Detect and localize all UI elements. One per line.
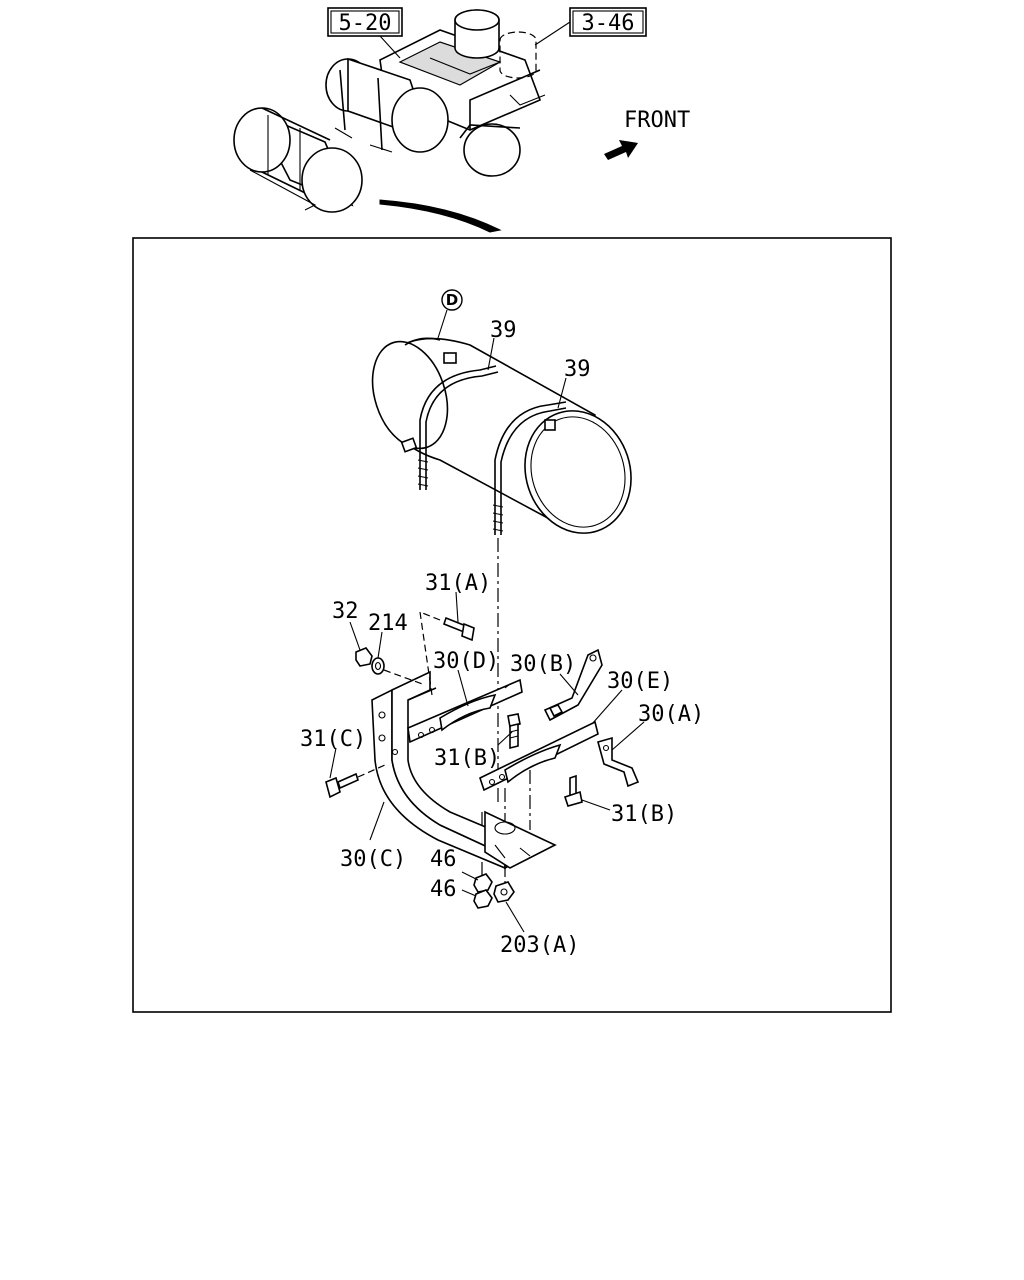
label-203a: 203(A) bbox=[500, 933, 579, 958]
overview-housing bbox=[379, 9, 546, 131]
detail-marker-letter: D bbox=[446, 291, 458, 309]
label-30a: 30(A) bbox=[638, 702, 704, 727]
alignment-line-31a bbox=[419, 611, 433, 696]
label-46-upper: 46 bbox=[430, 847, 457, 872]
label-31b-lower: 31(B) bbox=[611, 802, 677, 827]
label-31b-upper: 31(B) bbox=[434, 746, 500, 771]
overview-assembly bbox=[233, 9, 546, 233]
ref-box-left: 5-20 bbox=[327, 7, 403, 59]
label-30b: 30(B) bbox=[510, 652, 576, 677]
overview-tank-left bbox=[233, 107, 363, 213]
nut-46-upper bbox=[473, 873, 493, 893]
label-39-front: 39 bbox=[490, 318, 517, 343]
strap-39-front bbox=[417, 365, 499, 490]
overview-cylinders bbox=[325, 57, 521, 177]
part-labels: 39 39 31(A) 32 214 30(D) 30(B) 30(E) 30(… bbox=[300, 318, 704, 958]
strap-39-rear bbox=[492, 401, 567, 535]
detail-frame bbox=[132, 237, 892, 1013]
label-32: 32 bbox=[332, 599, 359, 624]
nut-32 bbox=[355, 647, 373, 667]
overview-pointer-arrow bbox=[379, 199, 502, 233]
bolt-31c bbox=[325, 764, 386, 799]
nut-30b bbox=[548, 704, 564, 718]
alignment-line-32 bbox=[383, 669, 426, 686]
tank bbox=[371, 337, 632, 534]
label-31a: 31(A) bbox=[425, 571, 491, 596]
label-30e: 30(E) bbox=[607, 669, 673, 694]
leader-lines bbox=[329, 337, 645, 933]
ref-label-5-20: 5-20 bbox=[339, 11, 392, 36]
nut-46-lower bbox=[473, 889, 493, 909]
label-30c: 30(C) bbox=[340, 847, 406, 872]
bolt-31b-lower bbox=[563, 774, 583, 807]
label-39-rear: 39 bbox=[564, 357, 591, 382]
bolt-31b-upper bbox=[507, 713, 521, 750]
label-46-lower: 46 bbox=[430, 877, 457, 902]
label-214: 214 bbox=[368, 611, 408, 636]
ref-label-3-46: 3-46 bbox=[582, 11, 635, 36]
label-31c: 31(C) bbox=[300, 727, 366, 752]
bolt-31a bbox=[419, 611, 475, 642]
bracket-30a bbox=[597, 736, 640, 788]
label-30d: 30(D) bbox=[433, 649, 499, 674]
bracket-30c bbox=[371, 670, 557, 870]
ref-box-right: 3-46 bbox=[534, 7, 647, 46]
nut-203a bbox=[493, 881, 515, 903]
detail-marker: D bbox=[437, 289, 463, 339]
front-label: FRONT bbox=[624, 108, 690, 133]
front-indicator: FRONT bbox=[604, 108, 690, 160]
cradle-30d bbox=[407, 678, 523, 744]
cradle-30e bbox=[479, 720, 599, 792]
front-arrow-icon bbox=[604, 140, 638, 160]
washer-214 bbox=[371, 657, 385, 675]
